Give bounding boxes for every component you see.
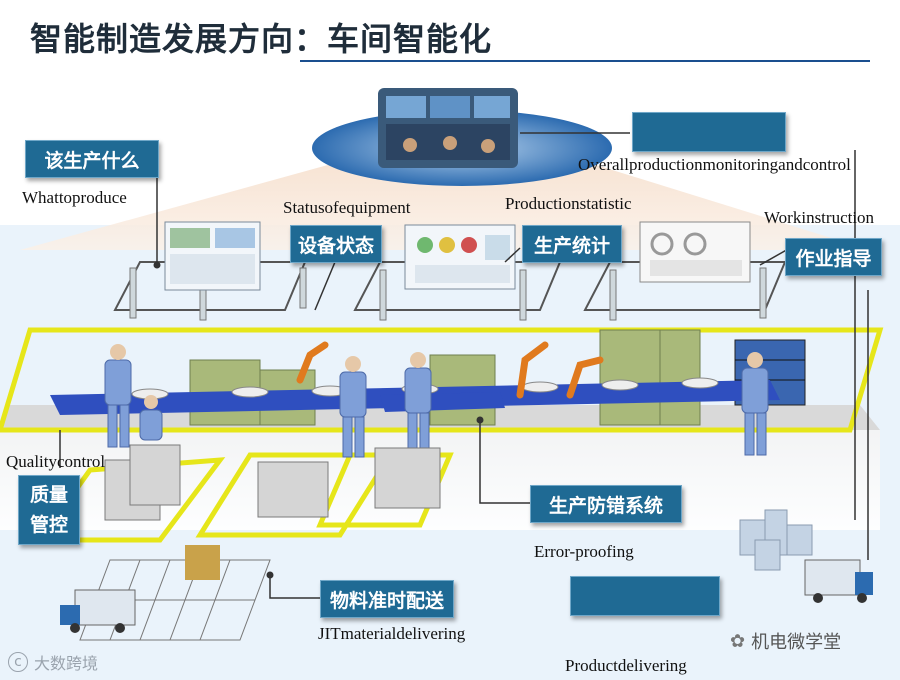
wechat-icon: ✿: [730, 630, 746, 652]
watermark-right: ✿ 机电微学堂: [730, 628, 841, 654]
callout-production-statistic: 生产统计: [522, 225, 622, 263]
statistic-dashboard: [404, 224, 516, 290]
label-quality-control: Qualitycontrol: [6, 452, 106, 471]
label-overall-monitoring: Overallproductionmonitoringandcontrol: [578, 155, 851, 174]
label-error-proofing: Error-proofing: [534, 542, 634, 561]
leader-dots: [153, 261, 484, 579]
delivery-truck-left: [60, 589, 136, 633]
callout-overall-monitoring: [632, 112, 786, 152]
pallet-boxes: [185, 545, 220, 580]
workers: [104, 344, 769, 458]
label-production-statistic: Productionstatistic: [505, 194, 632, 213]
cc-icon: c: [8, 652, 28, 672]
robot-arms: [296, 341, 604, 399]
callout-error-proofing: 生产防错系统: [530, 485, 682, 523]
label-jit-delivery: JITmaterialdelivering: [318, 624, 466, 643]
label-what-to-produce: Whattoproduce: [22, 188, 127, 207]
watermark-left-text: 大数跨境: [34, 654, 99, 673]
material-carts: [104, 444, 441, 521]
gantry-posts: [129, 267, 767, 321]
callout-what-to-produce: 该生产什么: [25, 140, 159, 178]
label-product-delivering: Productdelivering: [565, 656, 687, 675]
callout-quality-control: 质量管控: [18, 475, 80, 545]
label-work-instruction: Workinstruction: [764, 208, 875, 227]
callout-product-delivering: [570, 576, 720, 616]
callout-jit-delivery: 物料准时配送: [320, 580, 454, 618]
page-title: 智能制造发展方向：车间智能化: [30, 20, 493, 58]
instruction-dashboard: [639, 221, 751, 283]
callout-work-instruction: 作业指导: [785, 238, 882, 276]
product-buildings: [739, 509, 813, 571]
leader-lines: [59, 132, 869, 599]
watermark-left: c 大数跨境: [8, 650, 98, 674]
watermark-right-text: 机电微学堂: [751, 632, 842, 653]
label-equipment-status: Statusofequipment: [283, 198, 411, 217]
title-underline: [300, 60, 870, 62]
delivery-truck-right: [804, 559, 873, 603]
control-room-photo: [378, 88, 518, 168]
callout-equipment-status: 设备状态: [290, 225, 382, 263]
equipment-dashboard: [164, 221, 261, 291]
